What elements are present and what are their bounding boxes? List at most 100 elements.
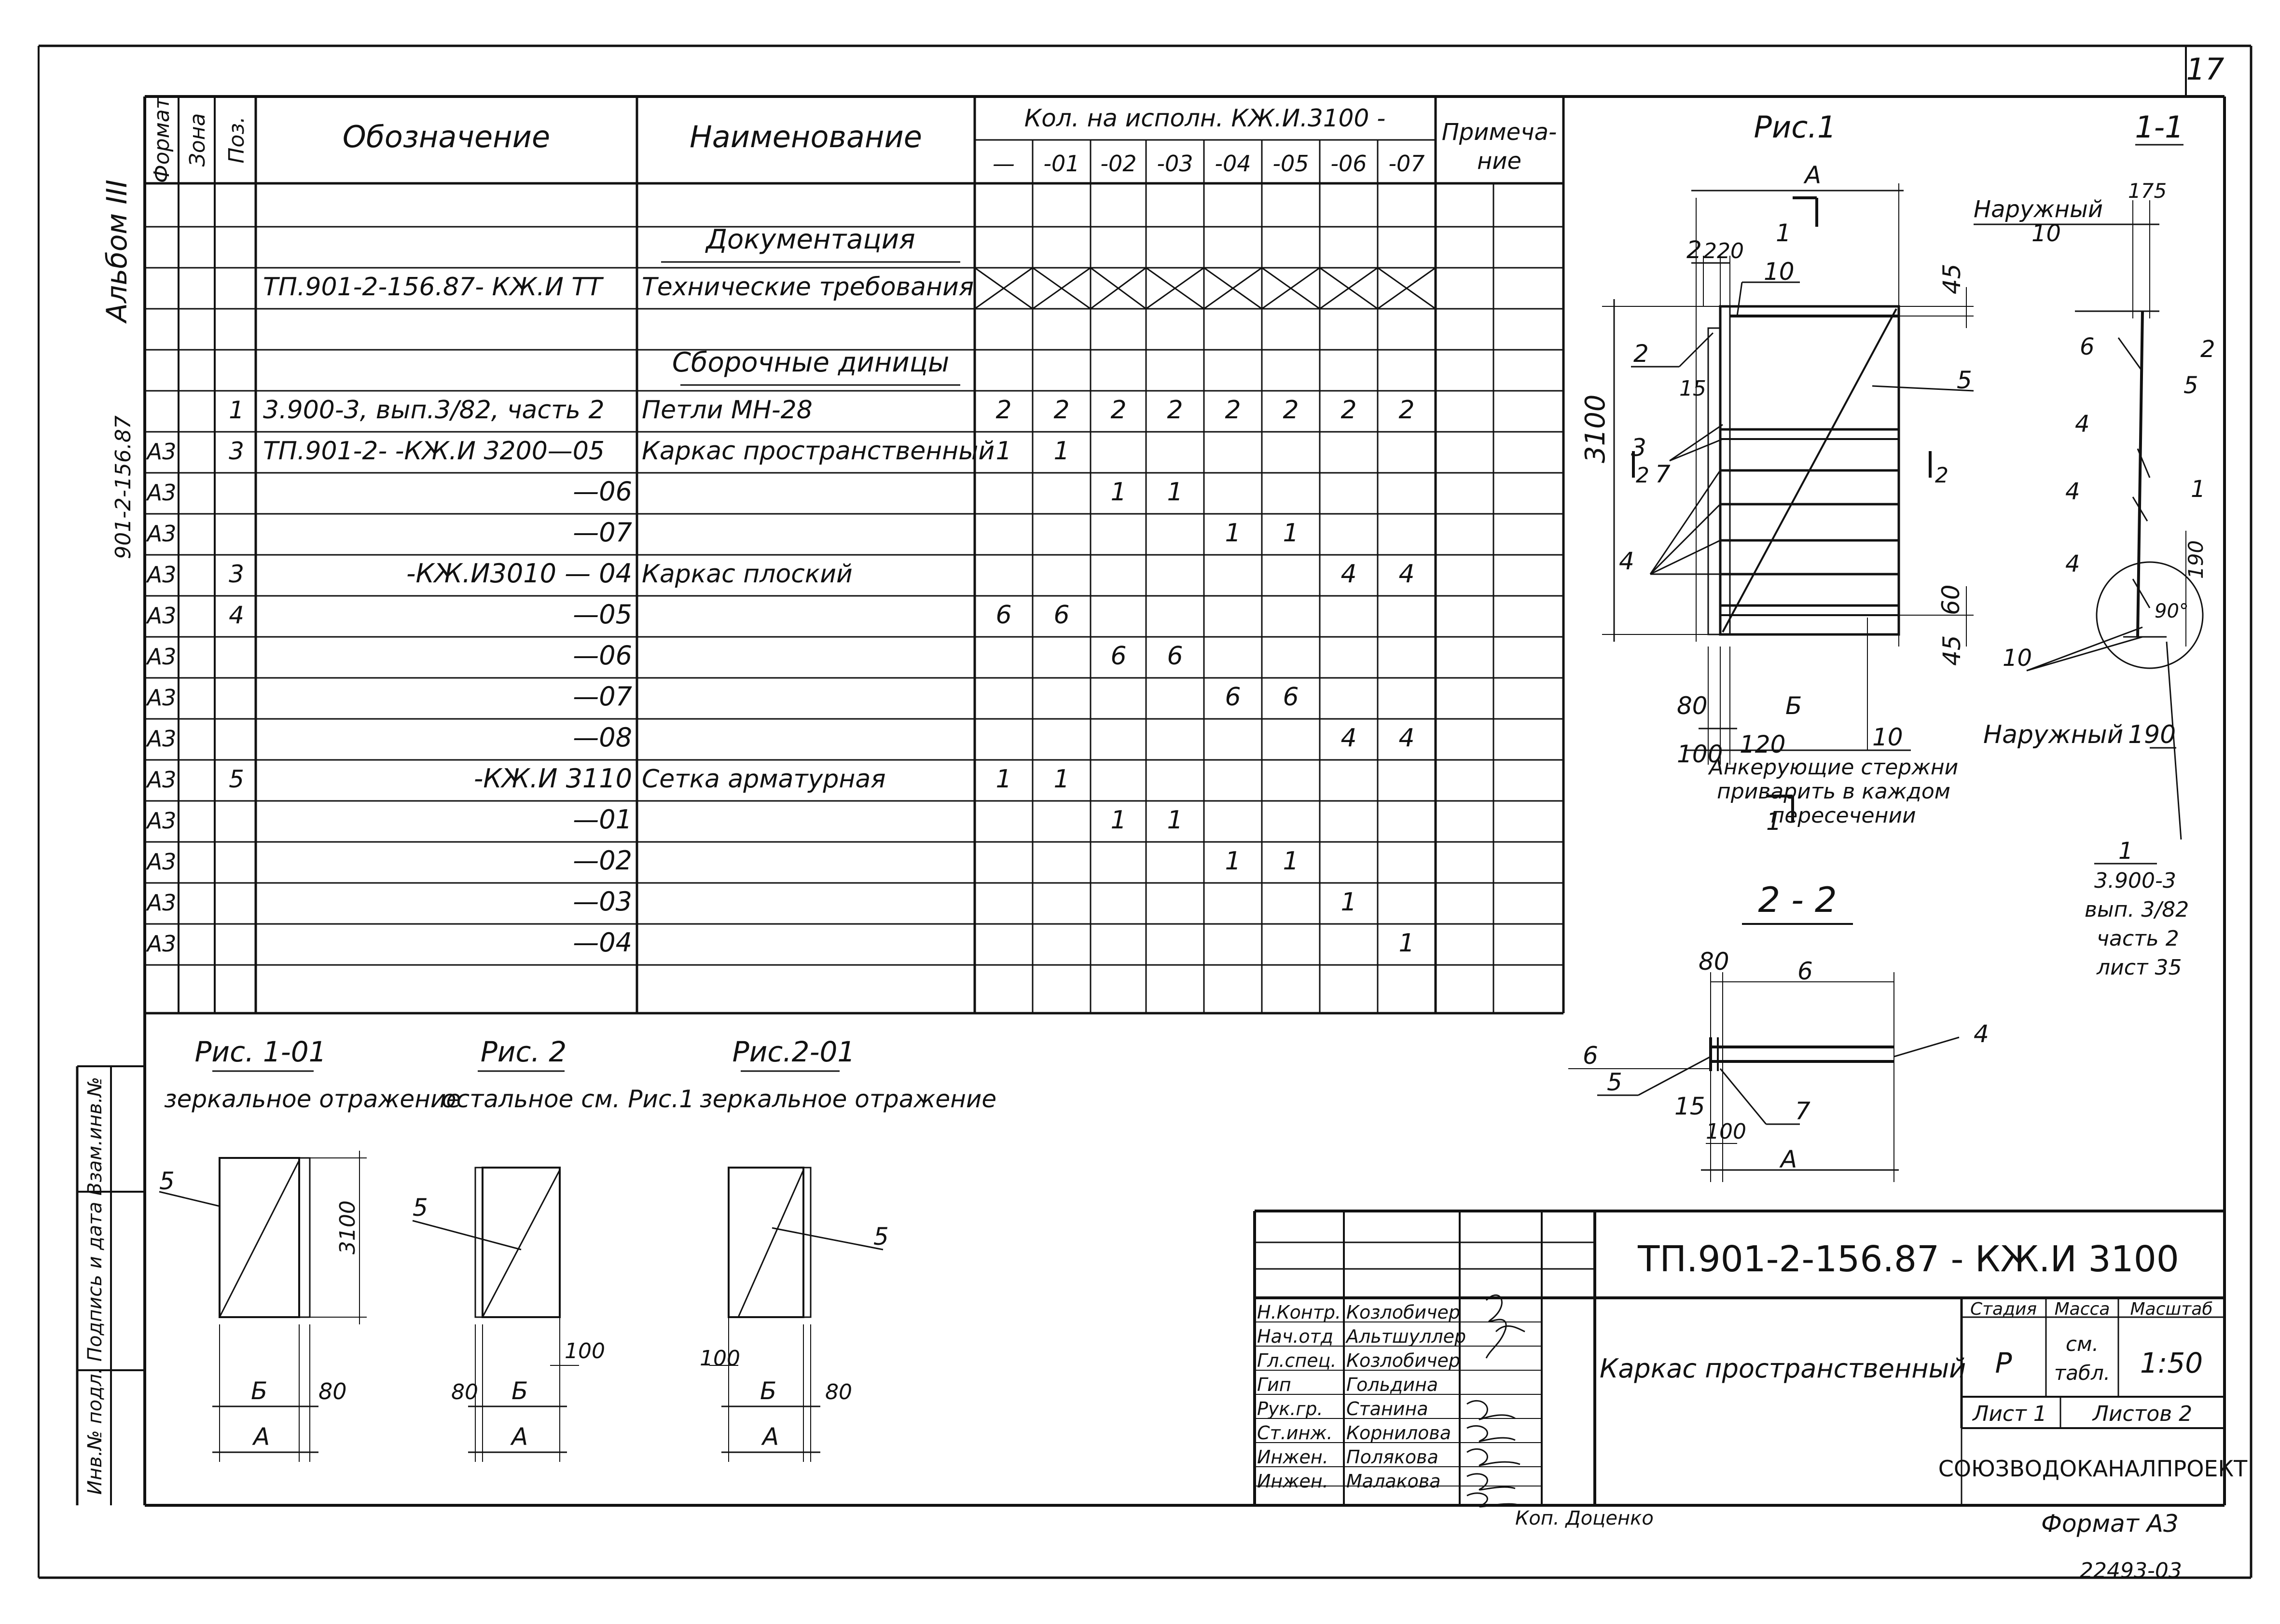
fig1-dim-15: 15 [1679, 376, 1706, 401]
staff-name: Гольдина [1346, 1374, 1438, 1395]
row-format: А3 [146, 767, 177, 793]
row-qty: 2 [1340, 396, 1356, 425]
sheet-index: Лист 1 [1972, 1402, 2046, 1426]
sec11-pos-1: 1 [2191, 476, 2206, 503]
title-block: ТП.901-2-156.87 - КЖ.И 3100 Каркас прост… [1253, 1210, 2248, 1583]
header-zone: Зона [185, 113, 210, 167]
row-name: Технические требования [642, 273, 974, 302]
row-qty: 2 [1225, 396, 1241, 425]
row-pos: 3 [229, 560, 244, 588]
row-format: А3 [146, 644, 177, 670]
mass-value-2: табл. [2054, 1361, 2110, 1385]
row-qty: 4 [1398, 560, 1414, 589]
header-designation: Обозначение [343, 119, 550, 154]
row-qty: 2 [1398, 396, 1414, 425]
fig1-elevation: Рис.1 [1602, 110, 1974, 823]
section-1-1-dims: Наружный 175 10 6 2 5 4 4 1 4 190 90° 10… [1974, 179, 2215, 980]
copied-by: Коп. Доценко [1515, 1507, 1654, 1529]
row-designation: —03 [573, 886, 632, 917]
fig101-dim-3100: 3100 [335, 1200, 360, 1254]
fig2-title: Рис. 2 [481, 1035, 567, 1068]
variant-col-header: -04 [1215, 151, 1251, 177]
fig101-caption: зеркальное отражение [164, 1085, 461, 1113]
fig1-dim-10-bottom: 10 [1872, 723, 1903, 751]
row-format: А3 [146, 890, 177, 916]
fig1-dim-b: Б [1785, 692, 1802, 720]
sec22-dim-6: 6 [1797, 957, 1813, 985]
table-row: Сборочные диницы [672, 347, 949, 378]
fig1-section-mark-top: 1 [1776, 219, 1791, 247]
variant-col-header: -03 [1157, 151, 1193, 177]
format-label: Формат А3 [2041, 1510, 2179, 1538]
sec22-dim-100: 100 [1706, 1119, 1746, 1144]
album-label: Альбом III [100, 179, 133, 324]
row-name: Сборочные диницы [672, 347, 949, 378]
fig201-dim-b: Б [760, 1377, 776, 1405]
sec22-pos-4: 4 [1974, 1020, 1989, 1048]
row-qty: 6 [995, 601, 1011, 630]
fig101-dim-a: А [252, 1423, 270, 1451]
sec22-dim-15: 15 [1674, 1092, 1705, 1120]
row-format: А3 [146, 931, 177, 957]
fig1-note-3: пересечении [1770, 803, 1916, 828]
album-code: 901-2-156.87 [111, 415, 136, 559]
fig101-title: Рис. 1-01 [194, 1035, 326, 1068]
mass-value-1: см. [2066, 1332, 2099, 1356]
scale-value: 1:50 [2140, 1347, 2203, 1379]
sheet-number: 17 [2186, 52, 2225, 87]
variant-col-header: -07 [1388, 151, 1424, 177]
fig1-pos-5: 5 [1957, 366, 1972, 394]
title-name: Каркас пространственный [1600, 1353, 1966, 1384]
row-name: Каркас пространственный [642, 437, 995, 466]
row-format: А3 [146, 480, 177, 506]
row-pos: 5 [229, 765, 244, 793]
fig1-pos-7: 7 [1655, 460, 1671, 488]
fig1-dim-20: 220 [1703, 239, 1744, 263]
fig101-dim-80: 80 [318, 1378, 347, 1404]
variant-col-header: -02 [1100, 151, 1136, 177]
sec11-dim-190: 190 [2184, 540, 2208, 579]
staff-role: Ст.инж. [1257, 1422, 1333, 1444]
variant-col-header: — [993, 151, 1015, 177]
row-pos: 3 [229, 437, 244, 465]
stage-value: Р [1995, 1347, 2012, 1379]
small-fig-2-01: Рис.2-01 зеркальное отражение 5 100 Б 80… [700, 1035, 996, 1462]
fig2-caption: остальное см. Рис.1 [442, 1085, 694, 1113]
fig201-dim-a: А [761, 1423, 779, 1451]
staff-name: Станина [1346, 1398, 1428, 1419]
fig1-dim-80: 80 [1677, 692, 1708, 720]
fig101-pos-5: 5 [159, 1167, 175, 1195]
fig1-note-2: приварить в каждом [1717, 779, 1950, 804]
row-format: А3 [146, 562, 177, 588]
staff-role: Нач.отд [1257, 1326, 1333, 1347]
row-qty: 1 [1398, 929, 1414, 958]
sheets-total: Листов 2 [2092, 1402, 2192, 1426]
staff-role: Гл.спец. [1257, 1350, 1337, 1371]
row-qty: 1 [1053, 765, 1069, 794]
staff-role: Рук.гр. [1257, 1398, 1323, 1419]
fig1-dim-2: 2 [1686, 236, 1702, 264]
row-qty: 1 [1225, 519, 1241, 548]
staff-name: Альтшуллер [1345, 1326, 1466, 1347]
row-designation: —01 [573, 804, 632, 835]
row-qty: 1 [1167, 478, 1183, 507]
row-format: А3 [146, 439, 177, 465]
sec11-pos-4c: 4 [2065, 551, 2080, 578]
header-note-2: ние [1477, 148, 1521, 175]
row-qty: 1 [1225, 847, 1241, 876]
fig1-dim-60: 60 [1937, 584, 1965, 615]
mass-label: Масса [2055, 1299, 2110, 1319]
fig1-pos-3: 3 [1631, 434, 1646, 462]
row-designation: —06 [573, 640, 632, 671]
header-name: Наименование [690, 119, 922, 154]
row-pos: 4 [229, 601, 244, 629]
row-designation: ТП.901-2- -КЖ.И 3200—05 [263, 437, 605, 466]
fig201-dim-100: 100 [700, 1346, 740, 1371]
sec11-outer-bottom: Наружный [1983, 720, 2123, 749]
sec11-dim-175: 175 [2128, 179, 2167, 203]
